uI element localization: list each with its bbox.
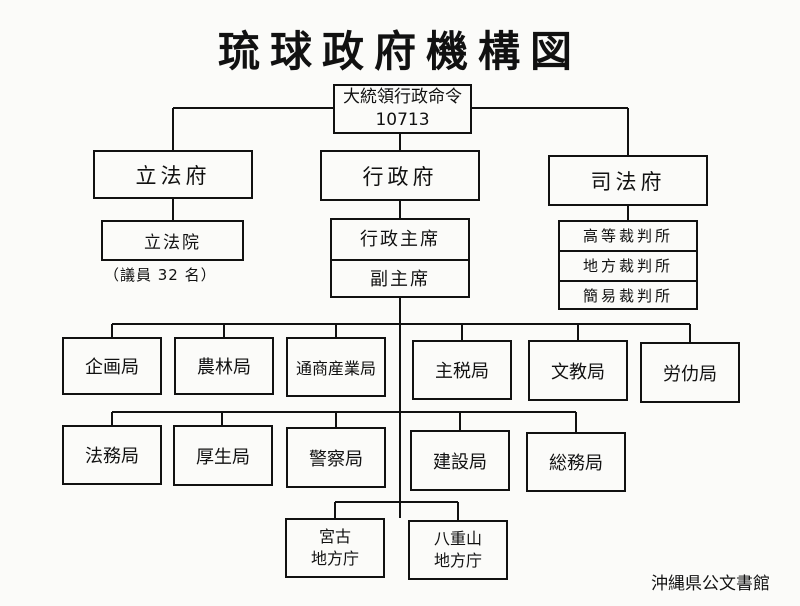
court-district: 地方裁判所 <box>560 252 696 282</box>
bureau-labor: 労仂局 <box>640 342 740 403</box>
bureau-general-affairs: 総務局 <box>526 432 626 492</box>
legislature-box: 立法院 <box>101 220 244 261</box>
court-high: 高等裁判所 <box>560 222 696 252</box>
root-line1: 大統領行政命令 <box>343 87 462 108</box>
local-office-miyako-line2: 地方庁 <box>310 549 359 568</box>
deputy-chief: 副主席 <box>370 269 430 290</box>
bureau-police: 警察局 <box>286 427 386 488</box>
local-office-miyako: 宮古 地方庁 <box>285 518 385 578</box>
archive-credit: 沖縄県公文書館 <box>651 574 770 594</box>
local-office-yaeyama-line2: 地方庁 <box>433 551 482 570</box>
bureau-commerce: 通商産業局 <box>286 337 386 397</box>
bureau-planning: 企画局 <box>62 337 162 395</box>
bureau-justice: 法務局 <box>62 425 162 485</box>
bureau-education: 文教局 <box>528 340 628 401</box>
bureau-taxation: 主税局 <box>412 340 512 400</box>
bureau-welfare: 厚生局 <box>173 425 273 486</box>
judicial-branch: 司法府 <box>548 155 708 206</box>
court-summary: 簡易裁判所 <box>582 287 673 305</box>
chief-executive: 行政主席 <box>332 220 468 261</box>
courts-box: 高等裁判所 地方裁判所 簡易裁判所 <box>558 220 698 310</box>
executive-branch: 行政府 <box>320 150 480 201</box>
local-office-miyako-line1: 宮古 <box>318 527 351 547</box>
root-line2: 10713 <box>375 110 430 130</box>
bureau-construction: 建設局 <box>410 430 510 491</box>
executive-heads-box: 行政主席 副主席 <box>330 218 470 298</box>
local-office-yaeyama: 八重山 地方庁 <box>408 520 508 580</box>
legislature-note: （議員 32 名） <box>104 266 217 284</box>
bureau-agriculture: 農林局 <box>174 337 274 395</box>
local-office-yaeyama-line1: 八重山 <box>433 529 482 549</box>
legislative-branch: 立法府 <box>93 150 253 199</box>
chart-title: 琉球政府機構図 <box>217 27 582 76</box>
root-order-box: 大統領行政命令 10713 <box>333 84 472 134</box>
